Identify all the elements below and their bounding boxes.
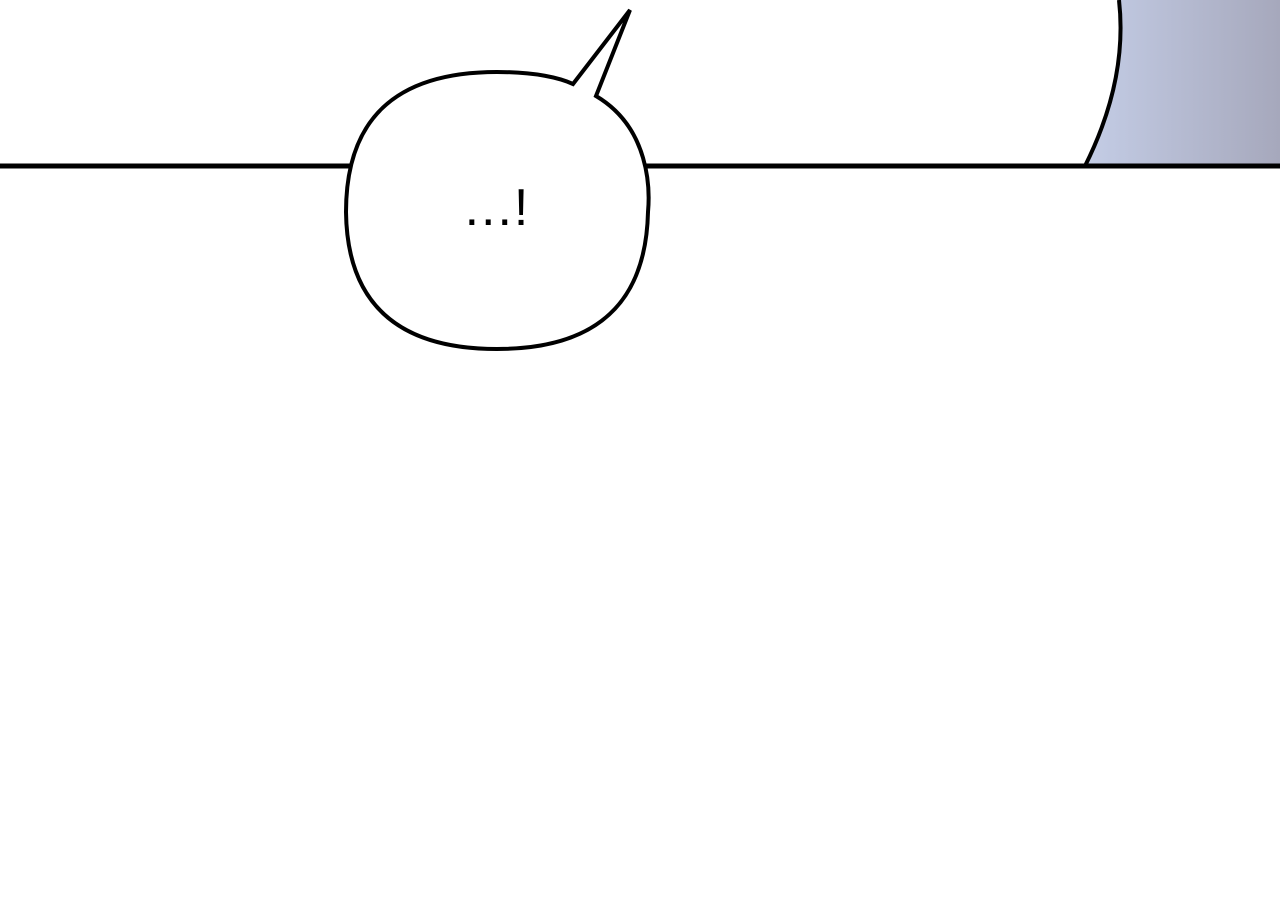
speech-bubble	[343, 8, 651, 352]
speech-bubble-text: ...!	[464, 179, 531, 237]
figure-shape	[1085, 0, 1280, 166]
figure-outline	[1083, 0, 1123, 167]
